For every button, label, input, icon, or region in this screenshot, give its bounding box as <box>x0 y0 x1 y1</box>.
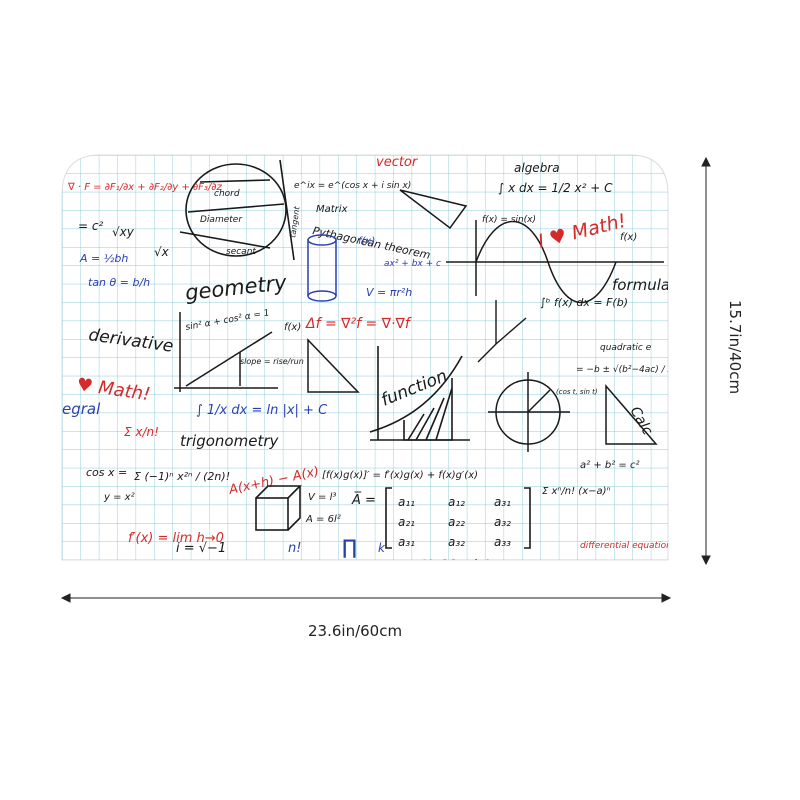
slope-graph <box>174 312 278 392</box>
matrix-cell-13: a₃₁ <box>494 495 511 509</box>
i-love-math-bottom: ♥ Math! <box>420 557 490 577</box>
function-graph <box>369 346 470 441</box>
sqrt-x: √x <box>154 245 170 259</box>
trigonometry-word: trigonometry <box>180 432 279 450</box>
cube-area: A = 6l² <box>305 514 341 525</box>
chord-label: chord <box>214 189 240 199</box>
diameter-label: Diameter <box>200 215 243 225</box>
int-fx-formula: ∫ᵇ f(x) dx = F(b) <box>540 296 628 309</box>
cube-volume: V = l³ <box>308 492 336 503</box>
matrix-cell-33: a₃₃ <box>494 535 511 549</box>
right-triangle <box>307 338 360 393</box>
right-triangle-2 <box>605 383 658 445</box>
secant-label: secant <box>226 247 256 257</box>
laplace-formula: Δf = ∇²f = ∇·∇f <box>305 316 412 332</box>
quadratic-poly: ax² + bx + c <box>384 259 441 269</box>
imaginary-unit: i = √−1 <box>176 541 226 556</box>
pythagoras-formula: a² + b² = c² <box>580 460 639 471</box>
cube <box>255 485 302 531</box>
sine-plot <box>446 220 664 304</box>
width-dimension-arrow <box>60 593 672 603</box>
cylinder <box>307 234 337 302</box>
algebra-word: algebra <box>514 161 560 175</box>
y-x2: y = x² <box>103 492 135 503</box>
sqrt-xy: √xy <box>112 225 135 239</box>
matrix-a-label: A̅ = <box>351 492 376 508</box>
n-factorial: n! <box>288 541 301 556</box>
cylinder-volume: V = πr²h <box>366 286 412 299</box>
matrix-cell-23: a₃₂ <box>494 515 511 529</box>
vector-word: vector <box>376 155 419 170</box>
int-x-formula: ∫ x dx = 1/2 x² + C <box>498 181 613 195</box>
slope-formula: slope = rise/run <box>240 357 304 366</box>
quadratic-formula: = −b ± √(b²−4ac) / 2a <box>576 364 679 375</box>
mat <box>61 154 669 561</box>
height-dimension: 15.7in/40cm <box>726 300 746 430</box>
integral-word: egral <box>62 400 101 418</box>
f-sin-formula: f(x) = sin(x) <box>482 215 536 225</box>
f-x-sine: f(x) <box>620 232 637 243</box>
pi-product: ∏ <box>342 535 357 559</box>
circle-diagram <box>179 159 295 261</box>
matrix-cell-31: a₃₁ <box>398 535 415 549</box>
matrix-cell-21: a₂₁ <box>398 515 415 529</box>
k-label: k <box>378 541 386 555</box>
matrix-word: Matrix <box>316 204 348 215</box>
area-formula: A = ½bh <box>79 252 128 265</box>
height-dimension-arrow <box>701 156 711 566</box>
vector-arrows <box>477 300 527 363</box>
vec-formula: ∇ · F = ∂F₁/∂x + ∂F₂/∂y + ∂F₃/∂z <box>67 182 222 193</box>
small-triangle <box>399 189 468 230</box>
euler-formula: e^ix = e^(cos x + i sin x) <box>294 181 411 191</box>
int-1x: ∫ 1/x dx = ln |x| + C <box>196 403 328 418</box>
unit-circle <box>488 372 570 452</box>
f-x-small: f(x) <box>284 322 301 333</box>
quadratic-word: quadratic e <box>600 343 652 353</box>
matrix-cell-32: a₃₂ <box>448 535 465 549</box>
c2-formula: = c² <box>78 219 103 233</box>
sum-formula: Σ x/n! <box>124 425 159 439</box>
coords-label: (cos t, sin t) <box>556 388 598 396</box>
width-dimension-label: 23.6in/60cm <box>308 622 403 640</box>
matrix-cell-22: a₂₂ <box>448 515 465 529</box>
limit-formula: f′(x) = lim h→0 <box>128 531 224 546</box>
tan-formula: tan θ = b/h <box>88 276 150 289</box>
taylor-series: Σ xⁿ/n! (x−a)ⁿ <box>542 486 611 497</box>
f-x-blue: f(x) <box>358 236 375 247</box>
matrix-cell-11: a₁₁ <box>398 495 415 509</box>
matrix-brackets <box>385 487 531 549</box>
tangent-label: tangent <box>288 205 301 238</box>
height-dimension-label: 15.7in/40cm <box>726 300 744 395</box>
matrix-cell-12: a₁₂ <box>448 495 465 509</box>
formula-word: formula <box>612 276 670 294</box>
series-formula: Σ (−1)ⁿ x²ⁿ / (2n)! <box>134 470 230 483</box>
cos-x: cos x = <box>86 466 127 479</box>
differential-word: differential equation <box>580 541 672 551</box>
product-rule: [f(x)g(x)]′ = f′(x)g(x) + f(x)g′(x) <box>322 470 478 481</box>
